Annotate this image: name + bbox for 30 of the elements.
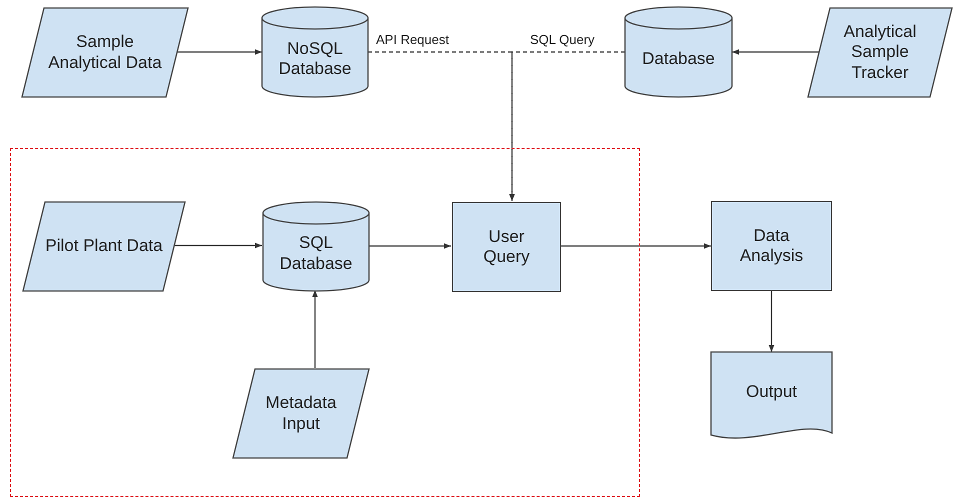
arrow [768, 291, 774, 352]
arrow [732, 49, 820, 55]
node-label: Data Analysis [738, 226, 804, 266]
data-parallelogram [808, 8, 952, 97]
database-cylinder [263, 202, 369, 291]
node-label: Output [744, 382, 798, 404]
data-parallelogram [23, 202, 185, 291]
database-cylinder [262, 7, 368, 97]
node-label: User Query [482, 226, 531, 268]
arrow [509, 51, 625, 201]
arrow [312, 290, 318, 368]
process-box [711, 201, 832, 291]
node-label: Metadata Input [264, 393, 338, 434]
node-label: NoSQL Database [278, 38, 352, 80]
node-label: Sample Analytical Data [47, 32, 163, 73]
arrow [173, 242, 262, 248]
arrow [368, 243, 451, 249]
node-label: Analytical Sample Tracker [842, 22, 918, 84]
arrow [177, 49, 262, 55]
process-box [452, 202, 561, 292]
database-cylinder [625, 7, 732, 97]
arrow [560, 243, 711, 249]
node-label: Database [641, 48, 716, 70]
data-parallelogram [233, 369, 369, 458]
data-parallelogram [22, 8, 188, 97]
edge-label: API Request [374, 32, 451, 47]
edge-label: SQL Query [528, 32, 597, 47]
node-label: SQL Database [278, 232, 354, 274]
group-boundary [10, 148, 640, 497]
node-label: Pilot Plant Data [44, 236, 164, 257]
